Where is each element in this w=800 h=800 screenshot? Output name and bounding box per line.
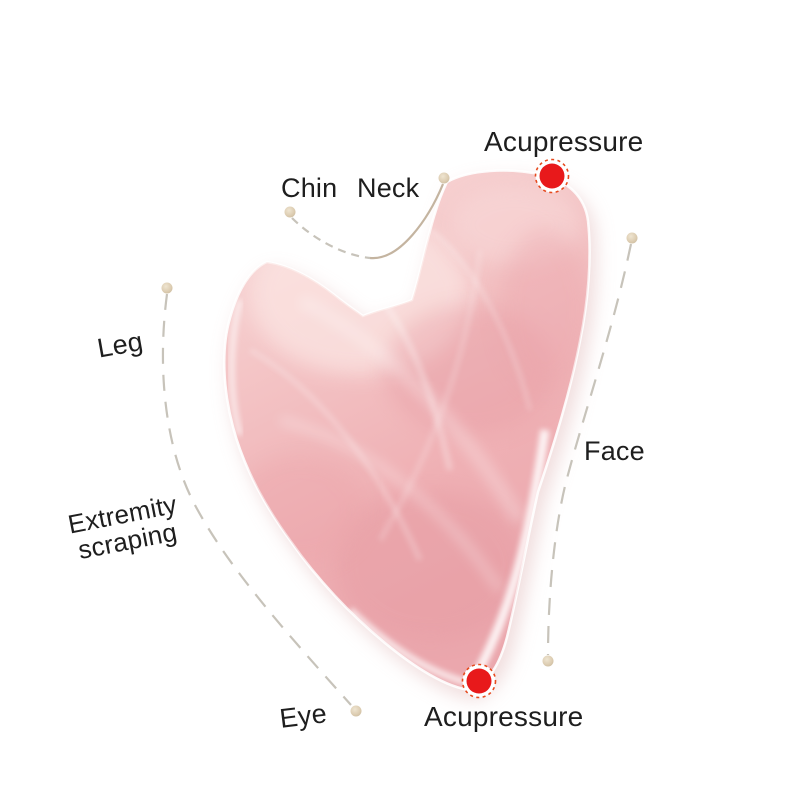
- leader-dot-chin: [284, 206, 296, 218]
- label-acupressure-top: Acupressure: [484, 126, 644, 157]
- label-acupressure-bottom: Acupressure: [424, 701, 584, 732]
- leader-dot-face-bottom: [542, 655, 554, 667]
- leader-end-dots: [161, 172, 638, 717]
- stone: [223, 169, 591, 692]
- leader-dot-face-top: [626, 232, 638, 244]
- label-eye: Eye: [278, 698, 329, 734]
- label-face: Face: [584, 436, 645, 466]
- leader-dot-eye: [350, 705, 362, 717]
- leader-dot-leg: [161, 282, 173, 294]
- leader-dot-neck: [438, 172, 450, 184]
- label-neck: Neck: [357, 173, 420, 203]
- red-dot-icon: [466, 668, 492, 694]
- red-dot-icon: [539, 163, 565, 189]
- acupressure-point-top: [534, 158, 570, 194]
- leader-line-chin: [291, 217, 371, 260]
- leader-line-neck: [369, 183, 445, 260]
- acupressure-point-bottom: [461, 663, 497, 699]
- leader-line-leg-eye: [161, 293, 352, 706]
- label-chin: Chin: [281, 173, 338, 203]
- leader-lines: [161, 183, 633, 706]
